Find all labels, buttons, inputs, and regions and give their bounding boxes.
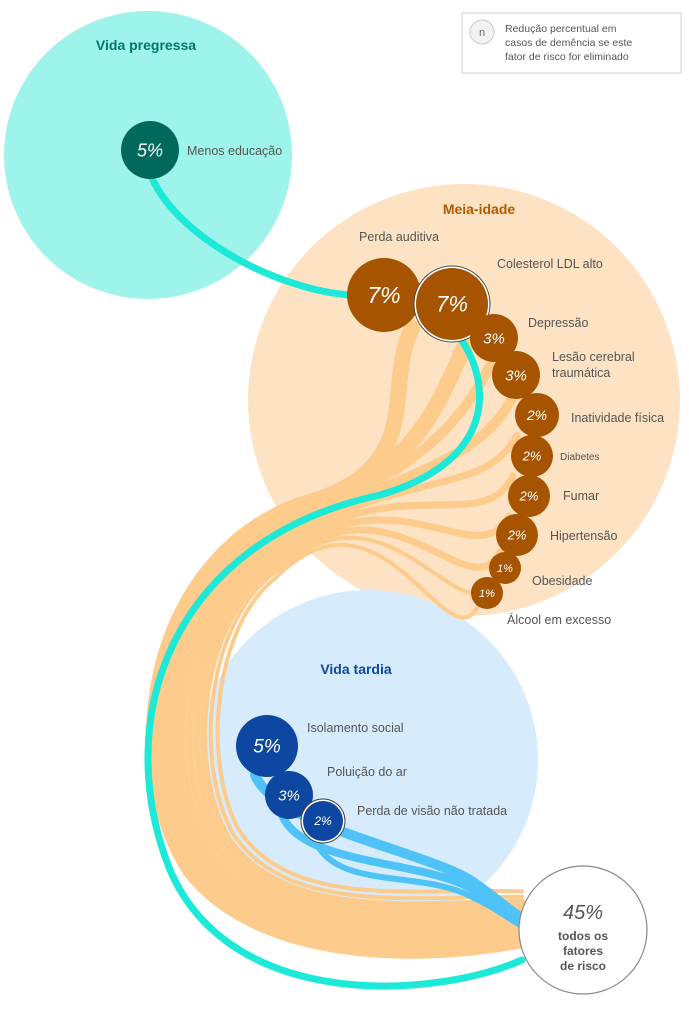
- late-life-flow-line: [312, 837, 525, 929]
- factor-node: 2% Perda de visão não tratada: [300, 798, 507, 844]
- midlife-flow-line: [186, 472, 526, 922]
- factor-node-circle: [121, 121, 179, 179]
- factor-label: Poluição do ar: [327, 765, 407, 779]
- factor-label-line: Lesão cerebral: [552, 350, 635, 364]
- factor-value: 2%: [526, 407, 547, 423]
- midlife-flow-line: [163, 357, 527, 943]
- factor-value: 7%: [436, 292, 468, 317]
- stage-title-early: Vida pregressa: [96, 37, 196, 53]
- factor-value: 2%: [507, 528, 527, 543]
- factor-node-circle: [347, 258, 421, 332]
- factor-value: 1%: [479, 588, 495, 600]
- legend: n Redução percentual em casos de demênci…: [461, 12, 682, 74]
- total-line-3: de risco: [560, 959, 606, 973]
- factor-node-circle: [416, 268, 488, 340]
- factor-value: 5%: [253, 737, 281, 758]
- factor-node: 7% Colesterol LDL alto: [413, 257, 603, 343]
- early-life-flow-line: [144, 174, 526, 990]
- factor-value: 1%: [497, 563, 513, 575]
- late-life-flow-line: [278, 811, 526, 926]
- late-life-circle: [198, 590, 538, 930]
- factor-label: Hipertensão: [550, 529, 617, 543]
- factor-value: 7%: [367, 282, 400, 308]
- legend-symbol: n: [479, 27, 485, 39]
- factor-node: 2% Hipertensão: [496, 514, 617, 556]
- total-line-1: todos os: [558, 929, 608, 943]
- factor-node: 5% Isolamento social: [236, 715, 404, 777]
- factor-node-circle: [265, 771, 313, 819]
- factor-nodes: 5% Menos educação 7% Perda auditiva 7% Colest…: [121, 121, 664, 844]
- factor-value: 3%: [278, 787, 300, 804]
- factor-node: 3% Poluição do ar: [265, 765, 407, 819]
- midlife-flow-line: [193, 512, 526, 915]
- factor-node-circle: [508, 475, 550, 517]
- factor-value: 2%: [522, 449, 542, 464]
- factor-node-circle: [515, 393, 559, 437]
- factor-node: 2% Fumar: [508, 475, 599, 517]
- factor-label: Colesterol LDL alto: [497, 257, 603, 271]
- factor-node-circle: [470, 314, 518, 362]
- factor-value: 2%: [519, 489, 539, 504]
- total-node: 45% todos os fatores de risco: [518, 865, 648, 995]
- total-circle: [518, 865, 648, 995]
- factor-label: Álcool em excesso: [507, 612, 611, 627]
- factor-node-circle: [511, 435, 553, 477]
- legend-line-3: fator de risco for eliminado: [505, 51, 629, 63]
- midlife-flow-line: [170, 393, 527, 937]
- flow-lines: [144, 174, 530, 990]
- factor-node-circle: [489, 552, 521, 584]
- factor-label-line: traumática: [552, 366, 610, 380]
- factor-label: Depressão: [528, 316, 588, 330]
- factor-node: 1% Álcool em excesso: [471, 577, 611, 627]
- factor-node: 2% Diabetes: [511, 435, 599, 477]
- total-value: 45%: [563, 902, 603, 924]
- factor-node: 3% Depressão: [470, 314, 588, 362]
- factor-label: Perda de visão não tratada: [357, 804, 507, 818]
- factor-value: 3%: [505, 367, 527, 384]
- factor-node-circle: [303, 801, 343, 841]
- factor-node: 1% Obesidade: [489, 552, 593, 588]
- factor-label: Perda auditiva: [359, 230, 439, 244]
- factor-label: Diabetes: [560, 452, 599, 463]
- midlife-flow-line: [215, 542, 524, 894]
- midlife-flow-line: [153, 327, 530, 953]
- factor-label: Obesidade: [532, 574, 593, 588]
- factor-node: 3% Lesão cerebral traumática: [492, 350, 635, 399]
- factor-value: 5%: [137, 140, 163, 160]
- factor-label: Menos educação: [187, 144, 282, 158]
- factor-node: 7% Perda auditiva: [347, 230, 439, 332]
- factor-label: Isolamento social: [307, 721, 404, 735]
- factor-node-circle: [471, 577, 503, 609]
- factor-label: Fumar: [563, 489, 599, 503]
- legend-symbol-circle: [469, 19, 495, 45]
- stage-title-mid: Meia-idade: [443, 201, 516, 217]
- factor-label: Lesão cerebral traumática: [552, 350, 635, 380]
- factor-node-circle: [492, 351, 540, 399]
- midlife-flow-line: [208, 535, 524, 901]
- midlife-flow-line: [178, 431, 526, 928]
- factor-value: 2%: [313, 814, 332, 828]
- factor-node-circle: [236, 715, 298, 777]
- legend-line-2: casos de demência se este: [505, 37, 632, 49]
- total-line-2: fatores: [563, 944, 603, 958]
- factor-node-circle: [496, 514, 538, 556]
- factor-node: 5% Menos educação: [121, 121, 282, 179]
- factor-node: 2% Inatividade física: [515, 393, 664, 437]
- factor-value: 3%: [483, 330, 505, 347]
- stage-title-late: Vida tardia: [320, 661, 392, 677]
- midlife-flow-line: [200, 526, 526, 909]
- legend-box: [461, 12, 682, 74]
- factor-label: Inatividade física: [571, 411, 664, 425]
- legend-line-1: Redução percentual em: [505, 23, 617, 35]
